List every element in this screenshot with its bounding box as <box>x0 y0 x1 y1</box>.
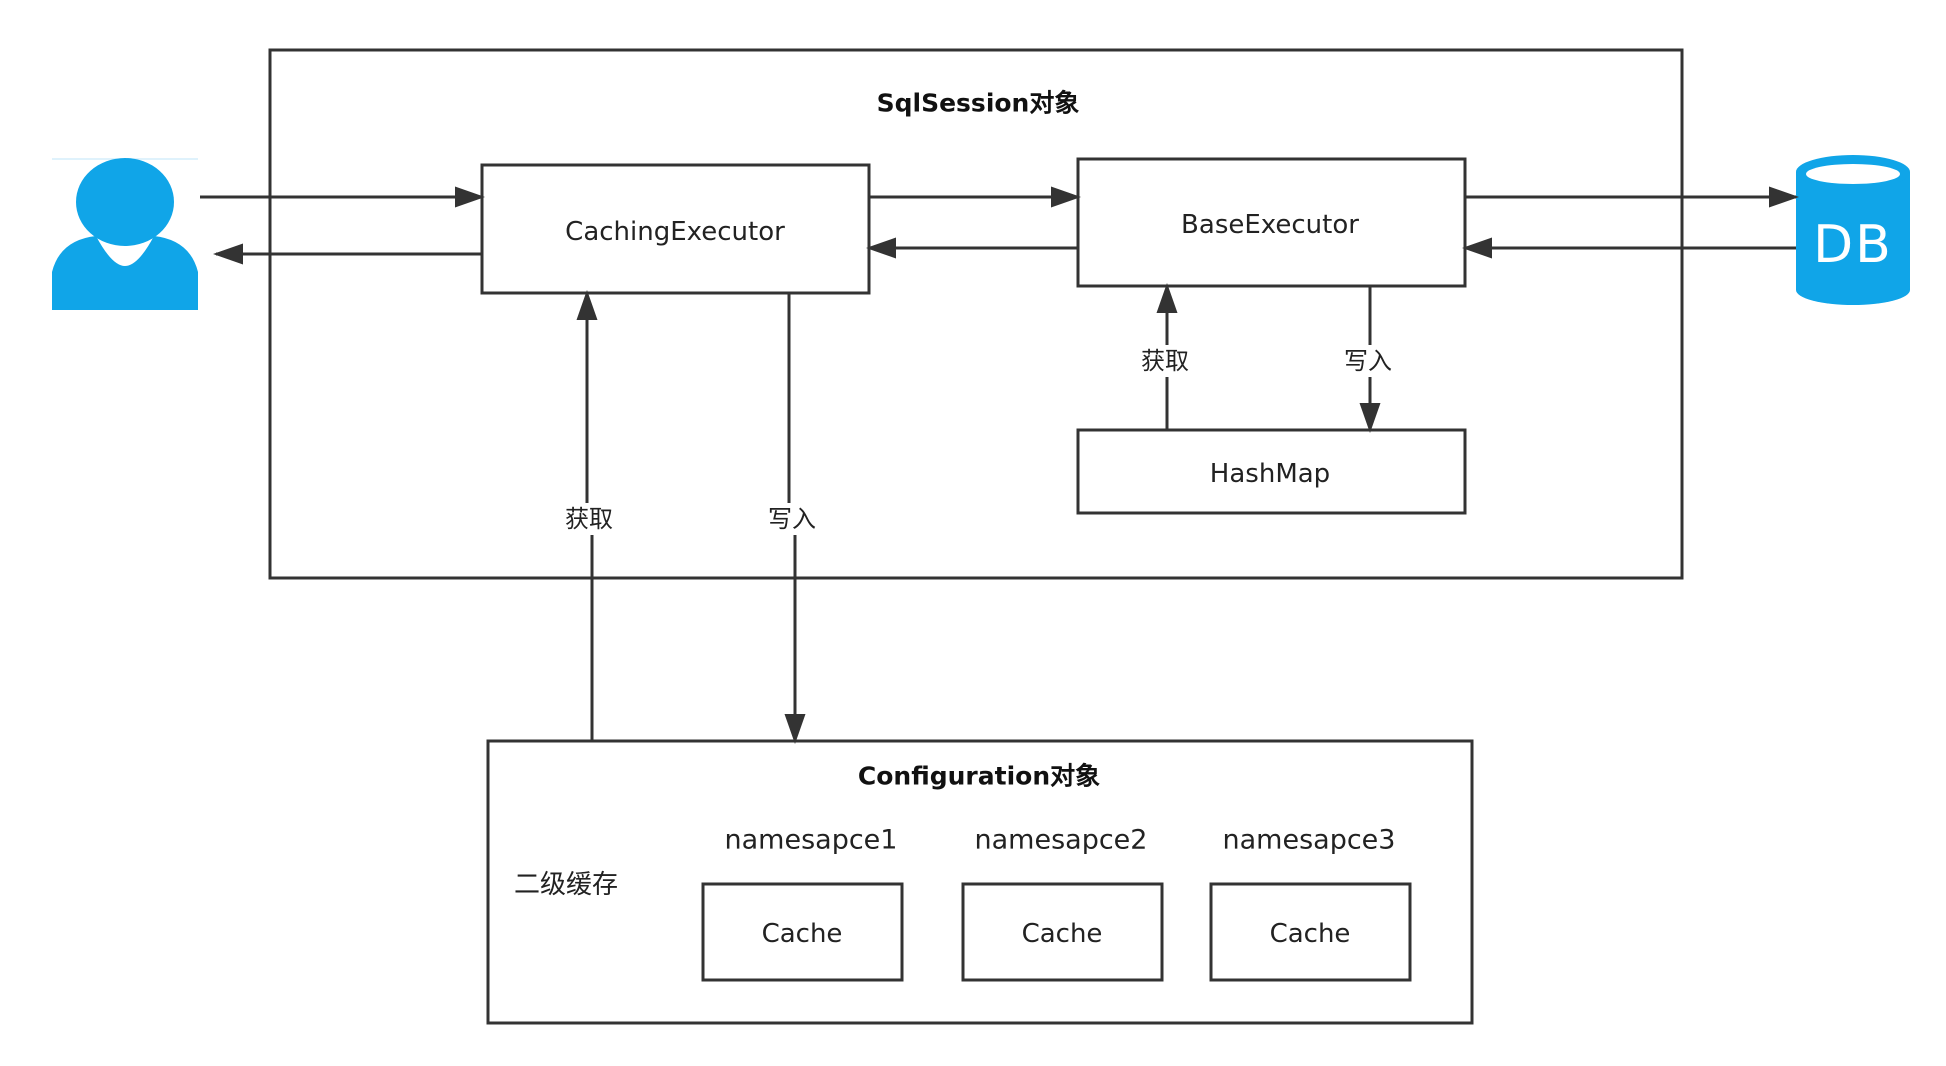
user-icon <box>52 158 198 310</box>
cache-box-1 <box>701 882 904 982</box>
edge-label-put-l1: 写入 <box>1342 345 1394 377</box>
namespace-2-label: namesapce2 <box>974 824 1148 856</box>
namespace-3-label: namesapce3 <box>1222 824 1396 856</box>
hashmap-label: HashMap <box>1209 459 1331 489</box>
sqlsession-title: SqlSession对象 <box>876 88 1080 118</box>
second-level-cache-label: 二级缓存 <box>513 870 619 900</box>
cache-box-3 <box>1209 882 1412 982</box>
caching-executor-box <box>480 163 871 295</box>
configuration-title: Configuration对象 <box>857 761 1101 791</box>
configuration-container <box>486 739 1474 1025</box>
database-icon <box>1796 155 1910 305</box>
base-executor-label: BaseExecutor <box>1181 210 1359 240</box>
cache-2-label: Cache <box>1021 919 1103 949</box>
caching-executor-label: CachingExecutor <box>565 217 785 247</box>
edge-label-get-l2: 获取 <box>563 503 615 535</box>
sqlsession-container <box>268 48 1684 580</box>
edge-label-put-l2: 写入 <box>766 503 818 535</box>
edge-label-get-l1: 获取 <box>1139 345 1191 377</box>
base-executor-box <box>1076 157 1467 288</box>
hashmap-box <box>1076 428 1467 515</box>
cache-1-label: Cache <box>761 919 843 949</box>
db-label: DB <box>1813 215 1893 275</box>
namespace-1-label: namesapce1 <box>724 824 898 856</box>
cache-box-2 <box>961 882 1164 982</box>
cache-3-label: Cache <box>1269 919 1351 949</box>
